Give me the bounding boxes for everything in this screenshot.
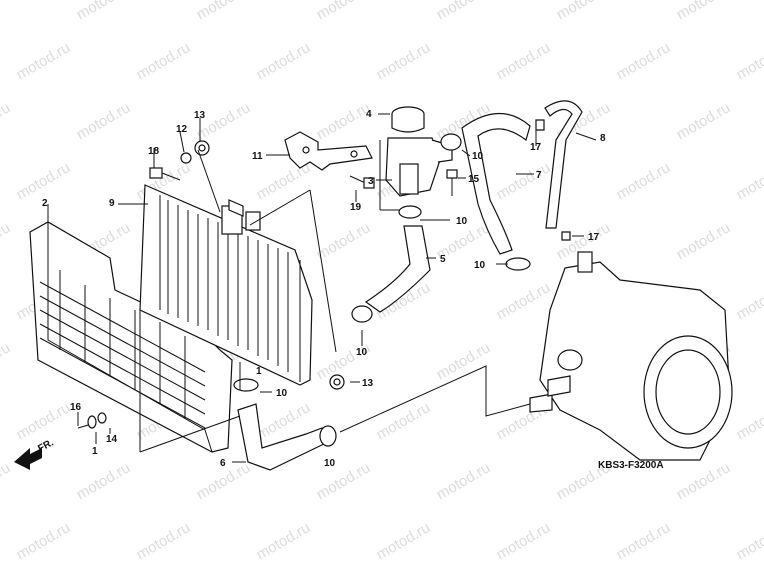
watermark-text: motod.ru — [614, 39, 674, 83]
watermark-text: motod.ru — [14, 519, 74, 563]
filler-neck-assembly — [385, 106, 453, 197]
watermark-text: motod.ru — [0, 99, 13, 143]
watermark-text: motod.ru — [314, 219, 374, 263]
callout-9: 9 — [109, 198, 115, 209]
watermark-text: motod.ru — [14, 39, 74, 83]
callout-10-e: 10 — [276, 388, 288, 399]
watermark-text: motod.ru — [14, 159, 74, 203]
callout-19: 19 — [350, 202, 362, 213]
watermark-text: motod.ru — [74, 0, 134, 23]
callout-7: 7 — [536, 170, 542, 181]
callout-10-d: 10 — [356, 347, 368, 358]
callout-11: 11 — [252, 151, 263, 162]
water-pump-housing — [529, 251, 733, 461]
watermark-text: motod.ru — [674, 99, 734, 143]
callout-18: 18 — [148, 146, 160, 157]
front-label: FR. — [36, 437, 56, 454]
watermark-text: motod.ru — [674, 459, 734, 503]
watermark-text: motod.ru — [734, 159, 764, 203]
watermark-text: motod.ru — [0, 339, 13, 383]
hose-mid — [364, 225, 431, 313]
hose-clamps — [233, 133, 531, 447]
watermark-text: motod.ru — [434, 0, 494, 23]
watermark-text: motod.ru — [734, 279, 764, 323]
watermark-text: motod.ru — [134, 519, 194, 563]
radiator — [139, 184, 313, 386]
diagram-code: KBS3-F3200A — [598, 460, 664, 471]
front-direction-arrow-icon — [14, 448, 42, 470]
watermark-text: motod.ru — [134, 39, 194, 83]
watermark-text: motod.ru — [314, 0, 374, 23]
watermark-text: motod.ru — [374, 39, 434, 83]
callout-1-left: 1 — [92, 446, 98, 457]
watermark-text: motod.ru — [314, 99, 374, 143]
callout-10-a: 10 — [472, 151, 484, 162]
watermark-text: motod.ru — [254, 39, 314, 83]
watermark-text: motod.ru — [434, 459, 494, 503]
callout-10-c: 10 — [474, 260, 486, 271]
callout-14: 14 — [106, 434, 118, 445]
watermark-text: motod.ru — [74, 99, 134, 143]
hose-upper — [461, 112, 531, 255]
watermark-text: motod.ru — [194, 0, 254, 23]
watermark-text: motod.ru — [554, 0, 614, 23]
callout-17-b: 17 — [588, 232, 600, 243]
callout-3: 3 — [368, 176, 374, 187]
watermark-text: motod.ru — [734, 399, 764, 443]
watermark-text: motod.ru — [374, 399, 434, 443]
leader-lines — [47, 113, 597, 463]
watermark-text: motod.ru — [494, 159, 554, 203]
callout-2: 2 — [42, 198, 48, 209]
bracket — [284, 131, 373, 171]
callout-1-right: 1 — [256, 366, 262, 377]
watermark-text: motod.ru — [434, 339, 494, 383]
watermark-text: motod.ru — [194, 99, 254, 143]
watermark-text: motod.ru — [614, 159, 674, 203]
callout-15: 15 — [468, 174, 480, 185]
watermark-text: motod.ru — [0, 0, 13, 23]
hose-small — [544, 100, 583, 229]
watermark-text: motod.ru — [614, 519, 674, 563]
callout-13-bottom: 13 — [362, 378, 374, 389]
watermark-text: motod.ru — [734, 39, 764, 83]
watermark-text: motod.ru — [14, 399, 74, 443]
watermark-text: motod.ru — [314, 339, 374, 383]
watermark-text: motod.ru — [674, 219, 734, 263]
watermark-text: motod.ru — [494, 39, 554, 83]
callout-5: 5 — [440, 254, 446, 265]
watermark-text: motod.ru — [74, 459, 134, 503]
watermark-text: motod.ru — [374, 519, 434, 563]
watermark-text: motod.ru — [0, 219, 13, 263]
watermark-text: motod.ru — [674, 0, 734, 23]
callout-17-a: 17 — [530, 142, 542, 153]
callout-16: 16 — [70, 402, 82, 413]
watermark-text: motod.ru — [0, 459, 13, 503]
callout-8: 8 — [600, 133, 606, 144]
radiator-shroud — [29, 221, 233, 453]
callout-13-top: 13 — [194, 110, 206, 121]
watermark-text: motod.ru — [734, 519, 764, 563]
callout-10-f: 10 — [324, 458, 336, 469]
callout-4: 4 — [366, 109, 372, 120]
callout-12: 12 — [176, 124, 188, 135]
watermark-text: motod.ru — [494, 519, 554, 563]
watermark-text: motod.ru — [494, 279, 554, 323]
hose-lower — [237, 403, 329, 471]
callout-6: 6 — [220, 458, 226, 469]
callout-10-b: 10 — [456, 216, 468, 227]
fasteners — [77, 119, 571, 429]
watermark-text: motod.ru — [314, 459, 374, 503]
watermark-text: motod.ru — [254, 519, 314, 563]
